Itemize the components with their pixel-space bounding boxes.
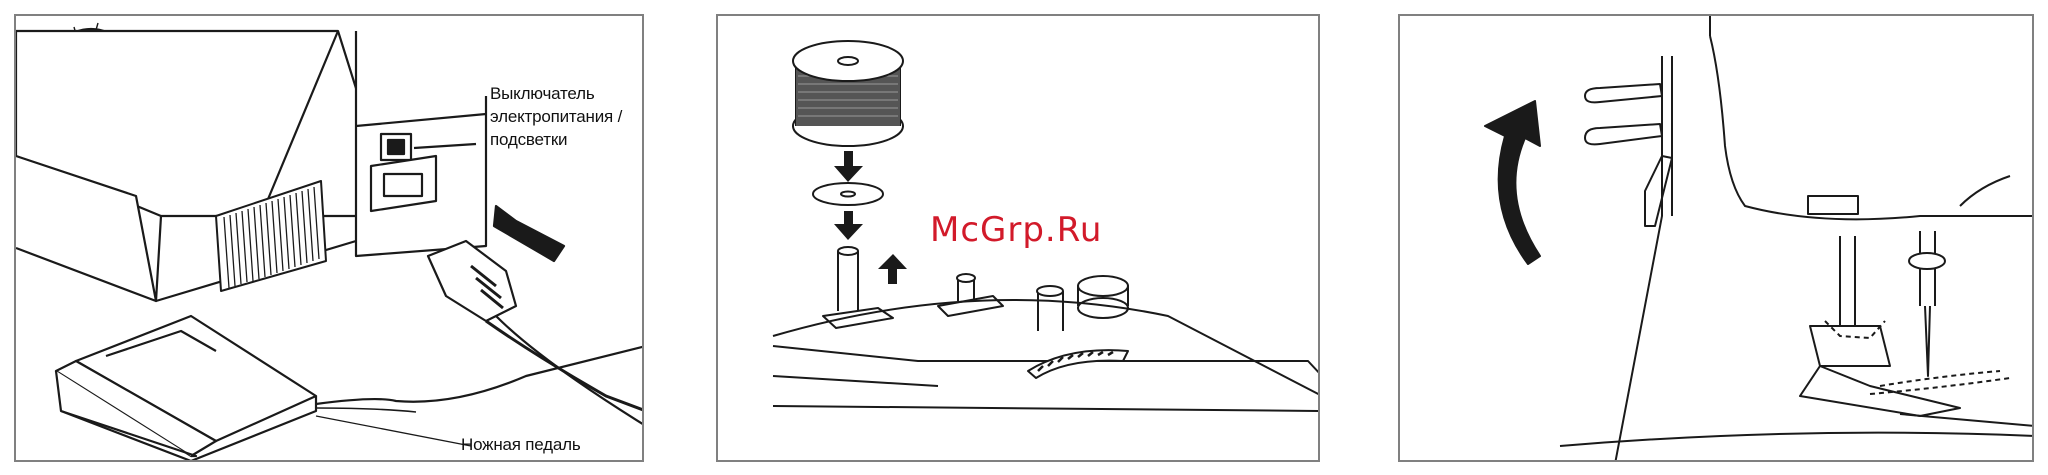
thread-spool-icon — [793, 41, 903, 146]
insert-arrow-icon — [494, 206, 564, 261]
watermark: McGrp.Ru — [930, 210, 1102, 250]
power-plug-icon — [428, 241, 644, 426]
foot-pedal-label: Ножная педаль — [461, 433, 581, 456]
presser-foot-icon — [1800, 321, 2034, 426]
presser-foot-lever-icon — [1585, 84, 1672, 226]
illustration-panel-presser-foot — [1398, 14, 2034, 462]
up-arrow-icon — [878, 254, 907, 284]
illustration-panel-power-and-pedal: Выключатель электропитания / подсветки Н… — [14, 14, 644, 462]
felt-washer-icon — [813, 183, 883, 205]
curved-up-arrow-icon — [1485, 101, 1540, 264]
power-switch-label: Выключатель электропитания / подсветки — [490, 82, 640, 151]
stitch-dial-icon — [1028, 350, 1128, 378]
presser-foot-drawing — [1400, 16, 2034, 462]
